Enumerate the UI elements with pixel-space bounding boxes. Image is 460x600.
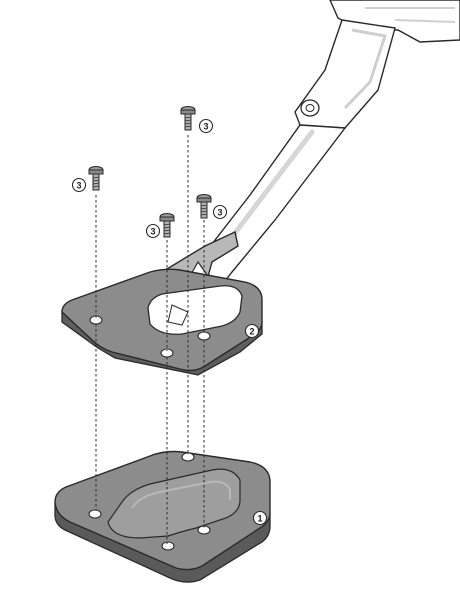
callout-screw: 3 <box>198 118 214 134</box>
callout-label: 1 <box>257 514 262 524</box>
callout-label: 3 <box>76 181 81 191</box>
base-hole <box>181 452 195 462</box>
base-hole <box>161 541 175 551</box>
adapter-hole <box>197 331 211 341</box>
callout-adapter-plate: 2 <box>244 323 260 339</box>
adapter-plate <box>61 268 263 376</box>
screw <box>196 193 212 219</box>
base-plate-raised-area <box>107 468 241 539</box>
callout-label: 2 <box>249 327 254 337</box>
callout-screw: 3 <box>145 223 161 239</box>
callout-label: 3 <box>217 208 222 218</box>
base-plate <box>54 450 271 583</box>
callout-screw: 3 <box>212 204 228 220</box>
callout-base-plate: 1 <box>252 510 268 526</box>
pivot-bolt <box>300 99 320 117</box>
callout-label: 3 <box>150 227 155 237</box>
base-hole <box>88 509 102 519</box>
callout-label: 3 <box>203 122 208 132</box>
screw <box>88 165 104 191</box>
alignment-lines <box>95 135 205 544</box>
screw <box>159 212 175 238</box>
side-stand <box>157 0 460 319</box>
screw <box>180 105 196 131</box>
callout-screw: 3 <box>71 177 87 193</box>
